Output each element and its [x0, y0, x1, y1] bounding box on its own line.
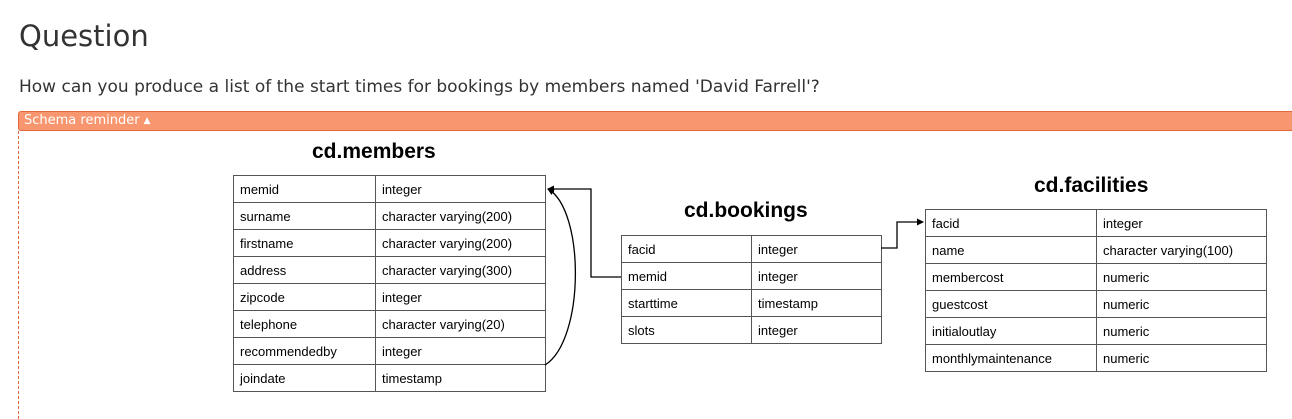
column-type: timestamp: [751, 289, 882, 317]
question-text: How can you produce a list of the start …: [19, 77, 820, 97]
column-type: character varying(300): [375, 256, 546, 284]
column-type: character varying(20): [375, 310, 546, 338]
column-name: memid: [233, 175, 376, 203]
bookings-memid-link: [547, 185, 621, 278]
column-name: slots: [621, 316, 752, 344]
column-type: integer: [751, 316, 882, 344]
column-type: numeric: [1096, 344, 1267, 372]
facilities-table-title: cd.facilities: [1034, 174, 1149, 197]
column-name: firstname: [233, 229, 376, 257]
collapse-arrow-icon: ▲: [143, 116, 151, 126]
column-name: initialoutlay: [925, 317, 1097, 345]
column-name: name: [925, 236, 1097, 264]
schema-panel-border: [18, 131, 19, 419]
column-type: integer: [375, 283, 546, 311]
column-type: integer: [751, 262, 882, 290]
column-name: monthlymaintenance: [925, 344, 1097, 372]
column-type: timestamp: [375, 364, 546, 392]
page-title: Question: [19, 19, 149, 53]
bookings-facid-link: [881, 218, 924, 249]
bookings-table-title: cd.bookings: [684, 199, 808, 222]
column-name: facid: [925, 209, 1097, 237]
column-type: integer: [375, 337, 546, 365]
members-recommendedby-link: [544, 188, 576, 366]
column-name: membercost: [925, 263, 1097, 291]
column-type: numeric: [1096, 290, 1267, 318]
column-name: memid: [621, 262, 752, 290]
column-name: surname: [233, 202, 376, 230]
column-type: character varying(200): [375, 229, 546, 257]
schema-reminder-toggle[interactable]: Schema reminder▲: [18, 111, 1292, 131]
members-table-title: cd.members: [312, 140, 436, 163]
column-name: joindate: [233, 364, 376, 392]
schema-reminder-label: Schema reminder: [24, 113, 140, 128]
